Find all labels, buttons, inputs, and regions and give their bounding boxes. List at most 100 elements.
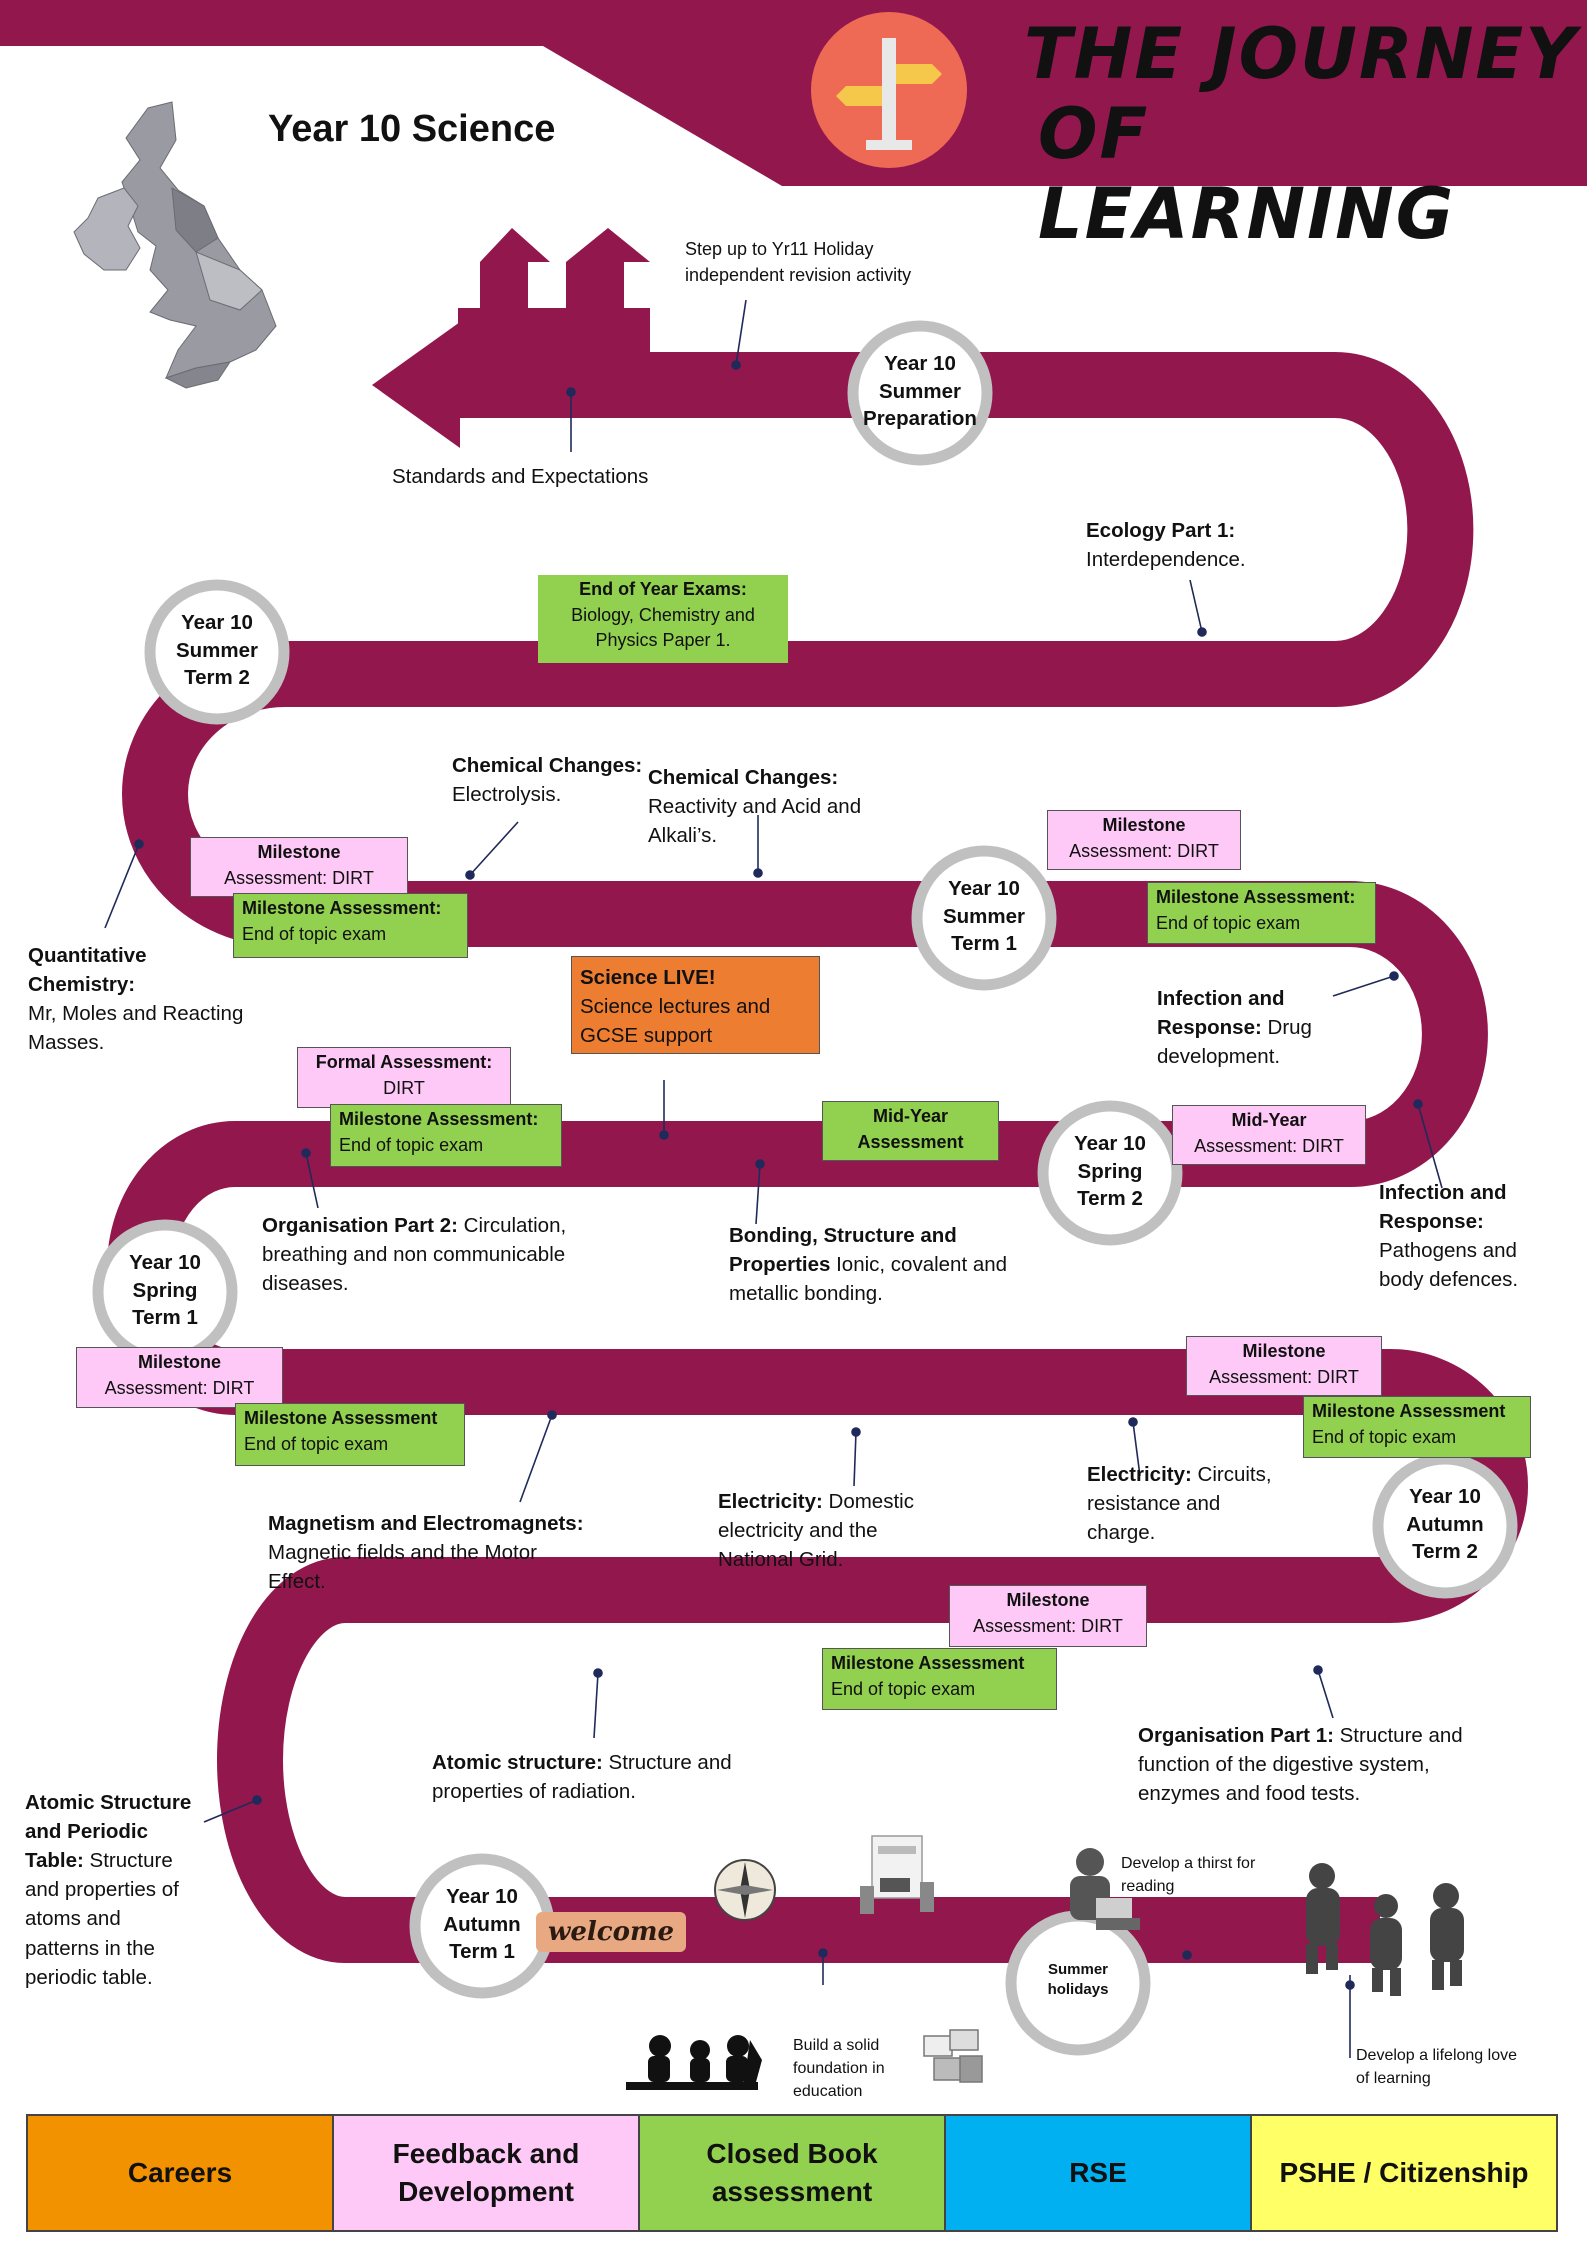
atomic-body: Structure and properties of radiation.	[432, 1751, 732, 1804]
foundation-note: Build a solid foundation in education	[793, 2037, 885, 2101]
milestone-exam-body: End of topic exam	[1312, 1426, 1457, 1447]
legend-pshe: PSHE / Citizenship	[1250, 2114, 1558, 2232]
formal-assessment-body: DIRT	[383, 1077, 425, 1098]
organisation2-title: Organisation Part 2:	[262, 1214, 458, 1237]
stamp-graphic	[860, 1835, 934, 1914]
circle-spring-term-1: Year 10 Spring Term 1	[129, 1251, 201, 1330]
milestone-exam-body: End of topic exam	[242, 923, 387, 944]
magnetism-body: Magnetic fields and the Motor Effect.	[268, 1541, 537, 1594]
end-of-year-body: Biology, Chemistry and Physics Paper 1.	[571, 604, 755, 651]
standards-label: Standards and Expectations	[392, 465, 649, 488]
circle-summer-preparation: Year 10 Summer Preparation	[863, 352, 977, 431]
up-arrow-1	[458, 228, 552, 352]
milestone-exam-title: Milestone Assessment	[244, 1408, 438, 1428]
chemical-electrolysis-title: Chemical Changes:	[452, 754, 643, 777]
mid-year-pink-body: Assessment: DIRT	[1194, 1135, 1344, 1156]
electricity-circuits-body: Circuits, resistance and charge.	[1087, 1463, 1272, 1545]
circle-autumn-term-2: Year 10 Autumn Term 2	[1406, 1485, 1484, 1564]
milestone-exam-box-1: Milestone Assessment: End of topic exam	[233, 893, 468, 958]
milestone-dirt-body: Assessment: DIRT	[104, 1377, 255, 1398]
milestone-exam-box-4: Milestone Assessment End of topic exam	[235, 1403, 465, 1466]
infection-drug-body: Drug development.	[1157, 1016, 1312, 1069]
formal-assessment-box: Formal Assessment: DIRT	[297, 1047, 511, 1108]
milestone-dirt-title: Milestone	[257, 842, 341, 862]
subject-title: Year 10 Science	[268, 108, 556, 150]
milestone-dirt-box-5: Milestone Assessment: DIRT	[949, 1585, 1147, 1647]
milestone-exam-box-6: Milestone Assessment End of topic exam	[822, 1648, 1057, 1710]
electricity-circuits-label: Electricity: Circuits, resistance and ch…	[1087, 1460, 1272, 1547]
milestone-exam-box-2: Milestone Assessment: End of topic exam	[1147, 882, 1376, 944]
infection-pathogens-body: Pathogens and body defences.	[1379, 1239, 1519, 1292]
circle-summer-holidays: Summer holidays	[1047, 1961, 1109, 1999]
journey-title-line1: THE JOURNEY	[1024, 13, 1578, 95]
milestone-exam-box-3: Milestone Assessment: End of topic exam	[330, 1104, 562, 1167]
compass-graphic	[714, 1859, 776, 1921]
road-arrow-head	[372, 322, 460, 448]
bonding-body: Ionic, covalent and metallic bonding.	[729, 1253, 1008, 1306]
milestone-exam-title: Milestone Assessment	[1312, 1401, 1506, 1421]
milestone-dirt-box-4: Milestone Assessment: DIRT	[1186, 1336, 1382, 1396]
organisation-part2-label: Organisation Part 2: Circulation, breath…	[262, 1211, 566, 1298]
milestone-exam-body: End of topic exam	[339, 1134, 484, 1155]
milestone-dirt-body: Assessment: DIRT	[224, 867, 374, 888]
infection-pathogens-title: Infection and Response:	[1379, 1181, 1507, 1234]
legend-rse: RSE	[944, 2114, 1252, 2232]
mid-year-assessment-pink: Mid-Year Assessment: DIRT	[1172, 1105, 1366, 1165]
circle-summer-term-2: Year 10 Summer Term 2	[175, 611, 259, 690]
science-live-box: Science LIVE! Science lectures and GCSE …	[571, 956, 820, 1054]
magnetism-title: Magnetism and Electromagnets:	[268, 1512, 584, 1535]
organisation-part1-label: Organisation Part 1: Structure and funct…	[1138, 1721, 1463, 1808]
ecology-title: Ecology Part 1:	[1086, 519, 1236, 542]
electricity-domestic-label: Electricity: Domestic electricity and th…	[718, 1487, 914, 1574]
milestone-exam-title: Milestone Assessment	[831, 1653, 1025, 1673]
uk-map-graphic	[73, 101, 277, 389]
organisation2-body: Circulation, breathing and non communica…	[262, 1214, 567, 1296]
magnetism-label: Magnetism and Electromagnets: Magnetic f…	[268, 1509, 584, 1596]
chemical-reactivity-label: Chemical Changes: Reactivity and Acid an…	[648, 734, 861, 850]
milestone-exam-title: Milestone Assessment:	[339, 1109, 539, 1129]
quantitative-body: Mr, Moles and Reacting Masses.	[28, 1002, 244, 1055]
chemical-electrolysis-label: Chemical Changes: Electrolysis.	[452, 751, 642, 809]
electricity-domestic-body: Domestic electricity and the National Gr…	[718, 1490, 914, 1572]
electricity-domestic-title: Electricity:	[718, 1490, 823, 1513]
circle-summer-term-1: Year 10 Summer Term 1	[942, 877, 1026, 956]
chemical-electrolysis-body: Electrolysis.	[452, 783, 562, 807]
milestone-dirt-body: Assessment: DIRT	[1069, 840, 1219, 861]
journey-title-line2: OF LEARNING	[1038, 93, 1456, 255]
organisation1-title: Organisation Part 1:	[1138, 1724, 1334, 1747]
atomic-table-title: Atomic Structure and Periodic Table:	[25, 1791, 192, 1873]
milestone-exam-title: Milestone Assessment:	[242, 898, 442, 918]
end-of-year-exams-box: End of Year Exams: Biology, Chemistry an…	[538, 575, 788, 663]
milestone-dirt-title: Milestone	[1242, 1341, 1326, 1361]
lifelong-learning-note: Develop a lifelong love of learning	[1356, 2047, 1517, 2088]
science-live-title: Science LIVE!	[580, 966, 716, 989]
ecology-label: Ecology Part 1: Interdependence.	[1086, 516, 1246, 574]
milestone-dirt-box-1: Milestone Assessment: DIRT	[190, 837, 408, 897]
mid-year-assessment-green: Mid-Year Assessment	[822, 1101, 999, 1161]
thirst-reading-note: Develop a thirst for reading	[1121, 1855, 1256, 1896]
milestone-dirt-box-2: Milestone Assessment: DIRT	[1047, 810, 1241, 870]
bonding-title: Bonding, Structure and Properties	[729, 1224, 957, 1277]
atomic-structure-label: Atomic structure: Structure and properti…	[432, 1748, 732, 1806]
organisation1-body: Structure and function of the digestive …	[1138, 1724, 1463, 1806]
milestone-dirt-body: Assessment: DIRT	[1209, 1366, 1359, 1387]
quantitative-chemistry-label: Quantitative Chemistry: Mr, Moles and Re…	[28, 941, 243, 1057]
infection-drug-title: Infection and Response:	[1157, 987, 1285, 1040]
ecology-body: Interdependence.	[1086, 548, 1246, 572]
milestone-dirt-box-3: Milestone Assessment: DIRT	[76, 1347, 283, 1408]
up-arrow-2	[540, 228, 650, 352]
bricks-graphic	[923, 2029, 983, 2083]
milestone-dirt-title: Milestone	[1006, 1590, 1090, 1610]
legend-careers: Careers	[26, 2114, 334, 2232]
signpost-icon-graphic	[811, 12, 967, 168]
milestone-exam-body: End of topic exam	[244, 1433, 389, 1454]
walkers-graphic	[1306, 1863, 1464, 1996]
quantitative-title: Quantitative Chemistry:	[28, 944, 147, 997]
milestone-dirt-body: Assessment: DIRT	[973, 1615, 1123, 1636]
atomic-periodic-label: Atomic Structure and Periodic Table: Str…	[25, 1788, 191, 1992]
bonding-label: Bonding, Structure and Properties Ionic,…	[729, 1221, 1007, 1308]
legend-feedback: Feedback and Development	[332, 2114, 640, 2232]
infection-drug-label: Infection and Response: Drug development…	[1157, 984, 1312, 1071]
milestone-dirt-title: Milestone	[137, 1352, 221, 1372]
